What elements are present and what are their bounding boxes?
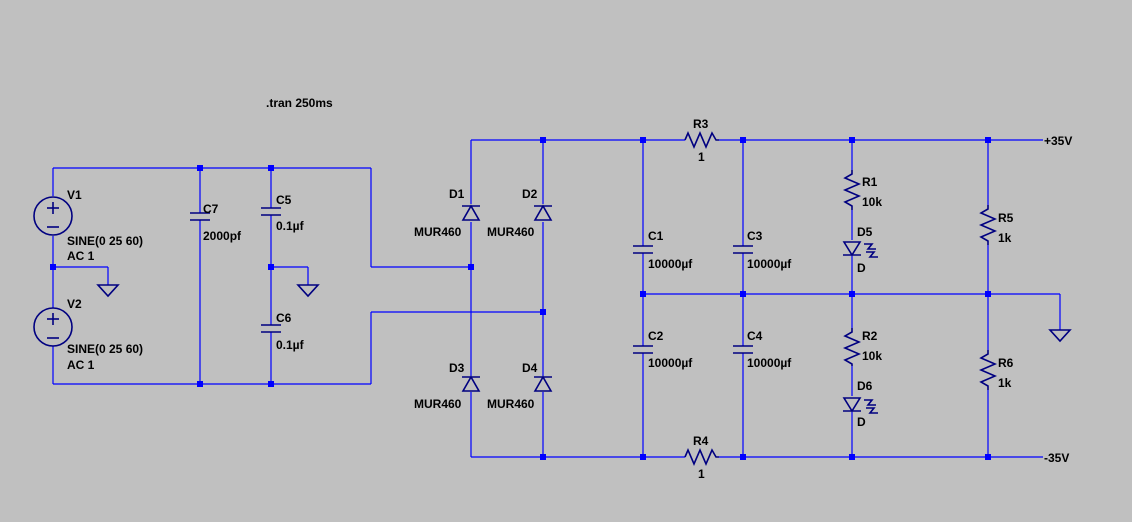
label-d4-ref: D4 <box>522 361 538 375</box>
label-c5-ref: C5 <box>276 193 292 207</box>
label-d1-value: MUR460 <box>414 225 462 239</box>
ground-symbol[interactable] <box>96 284 120 298</box>
junctions <box>50 137 991 460</box>
resistor-r5[interactable] <box>978 205 998 245</box>
capacitor-c7[interactable] <box>190 212 210 221</box>
capacitor-c5[interactable] <box>261 207 281 216</box>
label-d1-ref: D1 <box>449 187 465 201</box>
label-r3-ref: R3 <box>693 117 709 131</box>
label-d5-ref: D5 <box>857 225 873 239</box>
label-v1-ref: V1 <box>67 188 82 202</box>
label-c4-value: 10000µf <box>747 356 792 370</box>
label-v2-value: SINE(0 25 60) <box>67 342 143 356</box>
label-r1-value: 10k <box>862 195 882 209</box>
label-r6-ref: R6 <box>998 356 1014 370</box>
net-label-neg-rail: -35V <box>1044 451 1069 465</box>
label-c2-value: 10000µf <box>648 356 693 370</box>
label-d3-ref: D3 <box>449 361 465 375</box>
label-c1-value: 10000µf <box>648 257 693 271</box>
capacitor-c6[interactable] <box>261 324 281 333</box>
label-r5-ref: R5 <box>998 211 1014 225</box>
label-c5-value: 0.1µf <box>276 219 305 233</box>
label-c3-ref: C3 <box>747 229 763 243</box>
diode-d4[interactable] <box>533 375 553 392</box>
label-r3-value: 1 <box>698 150 705 164</box>
label-c6-value: 0.1µf <box>276 338 305 352</box>
label-d2-ref: D2 <box>522 187 538 201</box>
resistor-r6[interactable] <box>978 350 998 390</box>
led-d6[interactable] <box>842 397 878 414</box>
ground-symbol[interactable] <box>296 284 320 298</box>
label-r2-value: 10k <box>862 349 882 363</box>
label-c7-value: 2000pf <box>203 229 242 243</box>
led-d5[interactable] <box>842 241 878 258</box>
voltage-source-v1[interactable] <box>33 196 73 236</box>
resistor-r2[interactable] <box>842 328 862 366</box>
diode-d1[interactable] <box>461 204 481 221</box>
voltage-source-v2[interactable] <box>33 307 73 347</box>
label-d4-value: MUR460 <box>487 397 535 411</box>
diode-d3[interactable] <box>461 375 481 392</box>
label-v2-ref: V2 <box>67 297 82 311</box>
resistor-r1[interactable] <box>842 170 862 210</box>
label-r4-ref: R4 <box>693 434 709 448</box>
diode-d2[interactable] <box>533 204 553 221</box>
label-v1-value: SINE(0 25 60) <box>67 234 143 248</box>
label-c6-ref: C6 <box>276 311 292 325</box>
label-c4-ref: C4 <box>747 329 763 343</box>
capacitor-c1[interactable] <box>633 245 653 254</box>
label-r1-ref: R1 <box>862 175 878 189</box>
label-d6-value: D <box>857 415 866 429</box>
net-label-pos-rail: +35V <box>1044 134 1072 148</box>
label-v1-ac: AC 1 <box>67 249 95 263</box>
label-d3-value: MUR460 <box>414 397 462 411</box>
label-r5-value: 1k <box>998 231 1012 245</box>
label-r6-value: 1k <box>998 376 1012 390</box>
label-c1-ref: C1 <box>648 229 664 243</box>
label-r2-ref: R2 <box>862 329 878 343</box>
label-d5-value: D <box>857 261 866 275</box>
capacitor-c4[interactable] <box>733 345 753 354</box>
label-c7-ref: C7 <box>203 202 219 216</box>
label-d2-value: MUR460 <box>487 225 535 239</box>
ground-symbol[interactable] <box>1048 329 1072 343</box>
sim-directive[interactable]: .tran 250ms <box>266 96 333 110</box>
capacitor-c3[interactable] <box>733 245 753 254</box>
label-c2-ref: C2 <box>648 329 664 343</box>
resistor-r3[interactable] <box>684 130 719 150</box>
capacitor-c2[interactable] <box>633 345 653 354</box>
wires <box>52 139 1061 458</box>
label-r4-value: 1 <box>698 467 705 481</box>
label-v2-ac: AC 1 <box>67 358 95 372</box>
label-d6-ref: D6 <box>857 379 873 393</box>
resistor-r4[interactable] <box>684 447 719 467</box>
label-c3-value: 10000µf <box>747 257 792 271</box>
